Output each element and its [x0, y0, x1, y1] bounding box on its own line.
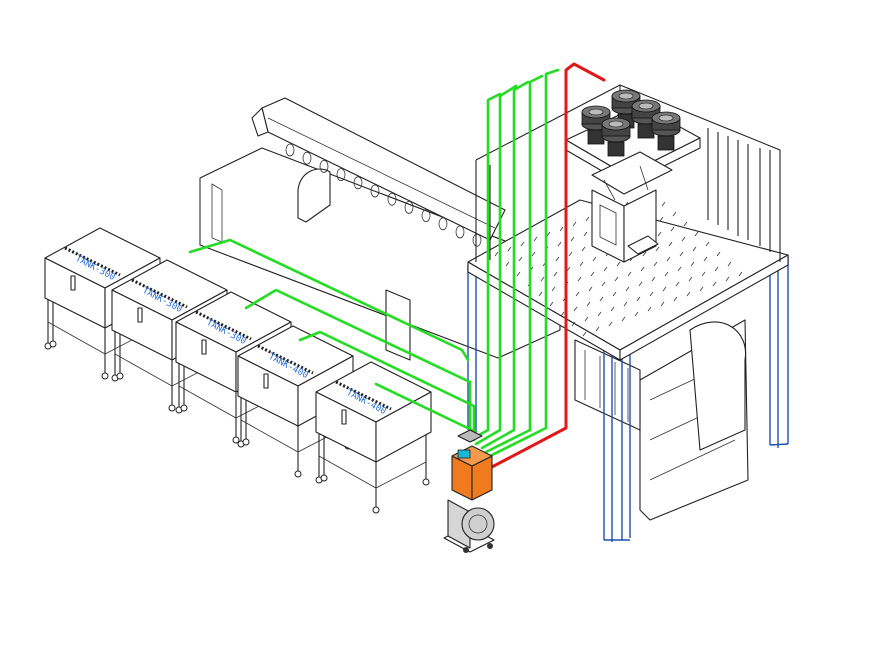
- injection-barrel: [251, 97, 506, 247]
- material-tank: TANK-400: [237, 325, 354, 478]
- material-tank: TANK-400: [315, 361, 432, 514]
- loader-screen: [457, 449, 471, 459]
- platform: [467, 191, 789, 361]
- injection-machine: [199, 147, 749, 521]
- support-frame: [467, 255, 789, 542]
- hopper-5: [651, 111, 681, 151]
- return-line: [488, 62, 606, 470]
- hopper-1: [581, 105, 611, 145]
- gravimetric-blender: [565, 89, 701, 263]
- hopper-group: [581, 89, 681, 157]
- hopper-4: [601, 117, 631, 157]
- vacuum-loader: [443, 429, 495, 553]
